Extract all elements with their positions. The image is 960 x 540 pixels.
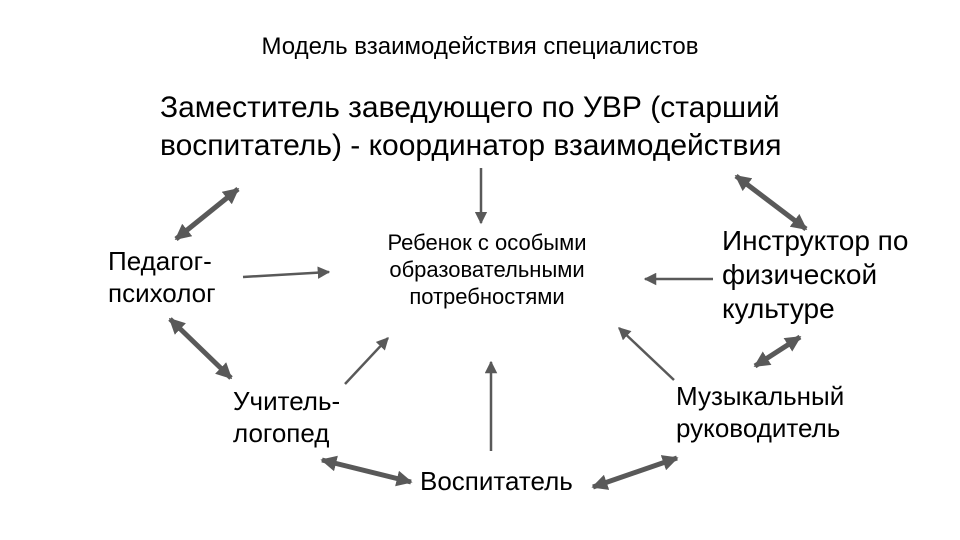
- node-child-line-2: образовательными: [389, 256, 585, 282]
- node-psychologist-line-1: Педагог-: [108, 246, 212, 276]
- diagram-title: Модель взаимодействия специалистов: [261, 33, 699, 60]
- node-coordinator-line-1: Заместитель заведующего по УВР (старший: [160, 91, 780, 124]
- arrow-speech-therapist-to-child: [344, 337, 389, 385]
- node-phys-instructor-line-3: культуре: [722, 293, 835, 325]
- arrow-music-director-to-child: [618, 327, 675, 381]
- node-child: Ребенок с особыми образовательными потре…: [352, 230, 622, 310]
- node-coordinator-line-2: воспитатель) - координатор взаимодействи…: [160, 128, 782, 162]
- node-child-line-3: потребностями: [409, 283, 565, 309]
- arrow-psychologist-to-speech-therapist: [168, 317, 233, 380]
- arrow-speech-therapist-to-teacher: [320, 455, 413, 487]
- node-child-line-1: Ребенок с особыми: [387, 230, 587, 255]
- arrow-coordinator-to-psychologist: [174, 187, 240, 241]
- node-speech-therapist-line-2: логопед: [233, 417, 330, 448]
- node-speech-therapist: Учитель- логопед: [233, 386, 340, 449]
- node-coordinator: Заместитель заведующего по УВР (старший …: [160, 89, 781, 164]
- node-phys-instructor-line-1: Инструктор по: [722, 225, 909, 256]
- arrow-group: [168, 168, 808, 490]
- arrow-coordinator-to-phys-instructor: [734, 174, 808, 231]
- node-music-director: Музыкальный руководитель: [676, 381, 844, 444]
- arrow-psychologist-to-child: [242, 266, 331, 279]
- node-speech-therapist-line-1: Учитель-: [233, 386, 341, 416]
- node-music-director-line-2: руководитель: [676, 412, 841, 443]
- arrow-phys-instructor-to-music-director: [753, 334, 802, 369]
- node-music-director-line-1: Музыкальный: [676, 381, 845, 411]
- node-psychologist-line-2: психолог: [108, 277, 216, 308]
- node-teacher: Воспитатель: [420, 466, 573, 496]
- arrow-teacher-to-music-director: [591, 455, 679, 490]
- node-phys-instructor-line-2: физической: [722, 259, 878, 291]
- node-phys-instructor: Инструктор по физической культуре: [722, 224, 908, 326]
- node-psychologist: Педагог- психолог: [108, 246, 216, 309]
